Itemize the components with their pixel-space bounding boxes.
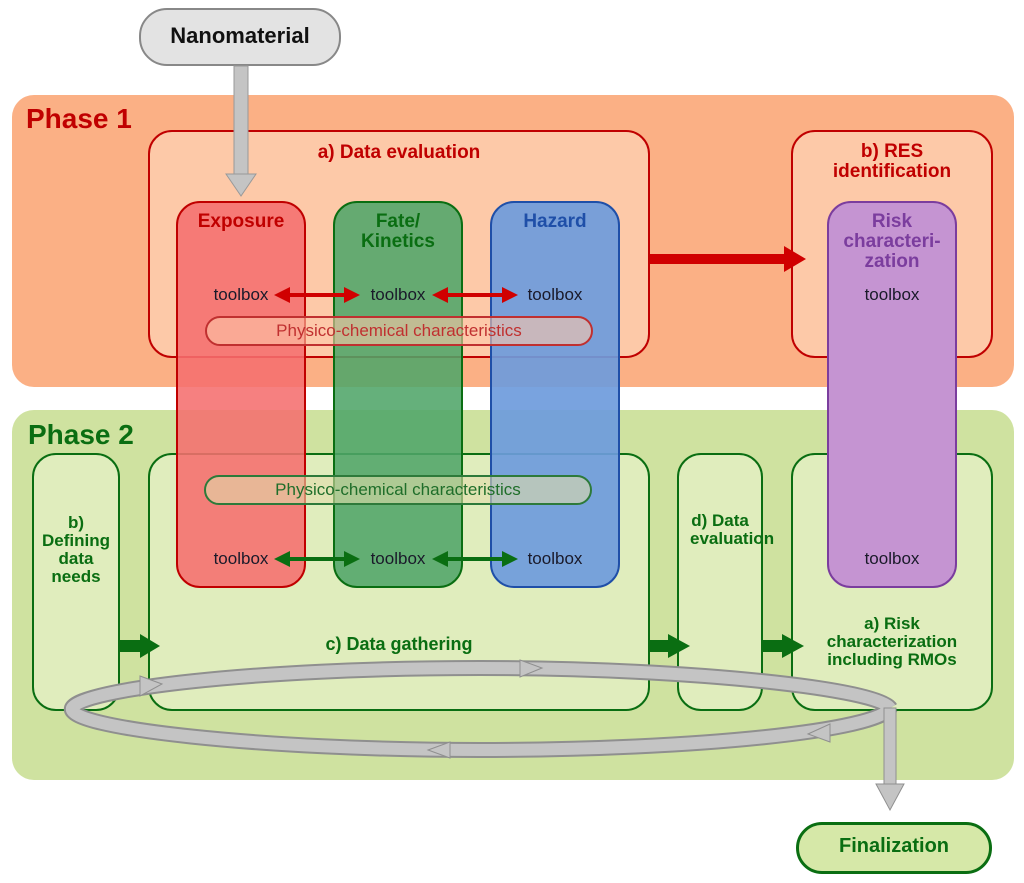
res-identification-label: b) RES identification bbox=[832, 141, 952, 182]
fate-kinetics-title: Fate/ Kinetics bbox=[361, 211, 435, 252]
physchem-label-phase2: Physico-chemical characteristics bbox=[275, 480, 521, 499]
defining-data-needs-box bbox=[32, 453, 120, 711]
exposure-column[interactable] bbox=[176, 201, 306, 588]
physchem-label-phase1: Physico-chemical characteristics bbox=[276, 321, 522, 340]
defining-to-gathering-arrow bbox=[120, 634, 160, 658]
nanomaterial-label: Nanomaterial bbox=[170, 23, 310, 48]
hazard-toolbox-phase1: toolbox bbox=[527, 285, 583, 304]
nanomaterial-to-exposure-arrow bbox=[225, 65, 257, 197]
finalization-label: Finalization bbox=[839, 835, 949, 857]
phase2-title: Phase 2 bbox=[28, 419, 134, 450]
iteration-cycle-arrow bbox=[64, 659, 898, 759]
data-evaluation-label: a) Data evaluation bbox=[317, 142, 481, 163]
cycle-to-finalization-arrow bbox=[875, 707, 905, 812]
hazard-title: Hazard bbox=[523, 211, 587, 232]
evaluation-to-risk-arrow bbox=[763, 634, 804, 658]
cycle-arrowhead-right bbox=[806, 723, 831, 743]
risk-characterization-title: Risk characteri- zation bbox=[843, 211, 941, 272]
fate-kinetics-column[interactable] bbox=[333, 201, 463, 588]
hazard-column[interactable] bbox=[490, 201, 620, 588]
exposure-toolbox-phase1: toolbox bbox=[213, 285, 269, 304]
nanomaterial-node[interactable] bbox=[139, 8, 341, 66]
cycle-arrowhead-left bbox=[139, 675, 164, 697]
data-gathering-label: c) Data gathering bbox=[325, 634, 473, 654]
risk-toolbox-phase1: toolbox bbox=[864, 285, 920, 304]
risk-toolbox-phase2: toolbox bbox=[864, 549, 920, 568]
data-evaluation-to-res-arrow bbox=[650, 246, 806, 272]
hazard-toolbox-phase2: toolbox bbox=[527, 549, 583, 568]
defining-data-needs-label: b) Defining data needs bbox=[42, 513, 110, 586]
risk-characterization-column[interactable] bbox=[827, 201, 957, 588]
fate-toolbox-phase1: toolbox bbox=[370, 285, 426, 304]
physchem-pill-phase1 bbox=[205, 316, 593, 346]
gathering-to-evaluation-arrow bbox=[650, 634, 690, 658]
phase1-title: Phase 1 bbox=[26, 103, 132, 134]
fate-toolbox-phase2: toolbox bbox=[370, 549, 426, 568]
exposure-title: Exposure bbox=[197, 211, 285, 232]
cycle-arrowhead-top bbox=[519, 659, 544, 678]
finalization-node[interactable] bbox=[796, 822, 992, 874]
exposure-toolbox-phase2: toolbox bbox=[213, 549, 269, 568]
cycle-arrowhead-bottom bbox=[426, 741, 451, 759]
risk-characterization-rmos-label: a) Risk characterization including RMOs bbox=[826, 614, 958, 669]
physchem-pill-phase2 bbox=[204, 475, 592, 505]
